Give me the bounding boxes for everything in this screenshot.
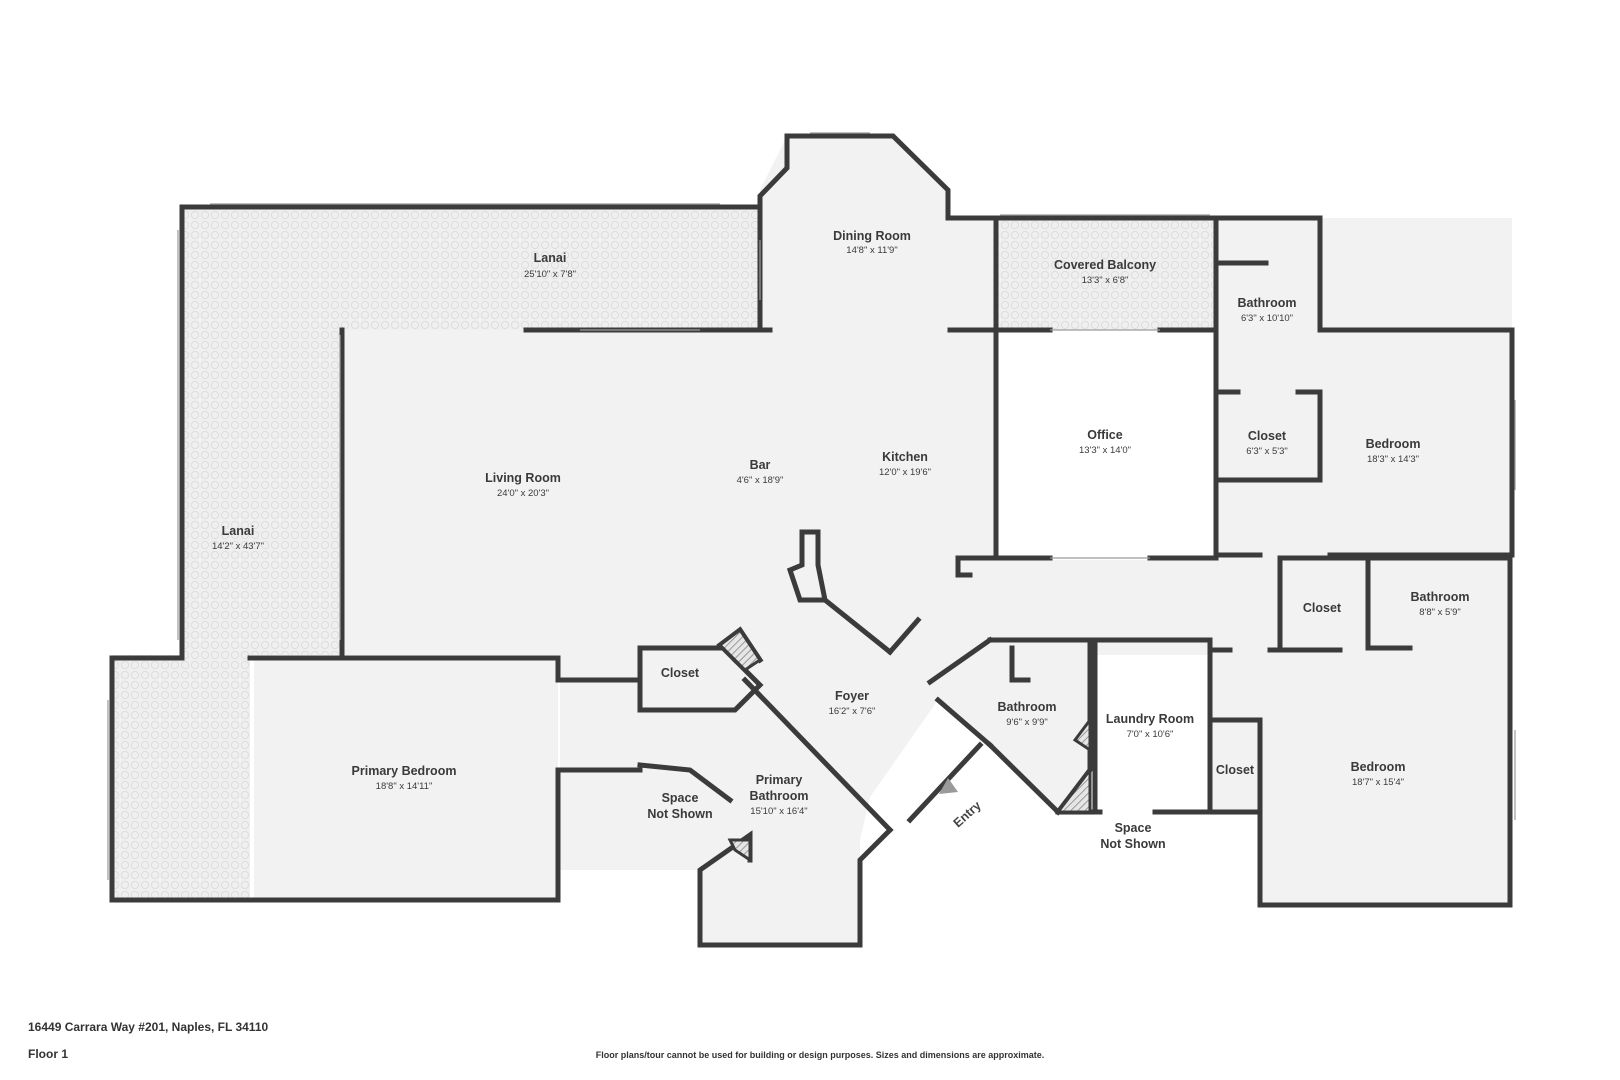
living-dim: 24'0" x 20'3": [497, 488, 549, 499]
bathroom-top-name: Bathroom: [1237, 296, 1296, 310]
lanai-left-name: Lanai: [222, 524, 255, 538]
disclaimer-text: Floor plans/tour cannot be used for buil…: [595, 1050, 1045, 1060]
living-name: Living Room: [485, 471, 561, 485]
bar-name: Bar: [750, 458, 771, 472]
bathroom-mid-dim: 9'6" x 9'9": [1006, 717, 1048, 728]
space-right-line2: Not Shown: [1100, 837, 1165, 851]
interior-floor: [342, 136, 1510, 945]
labels: Lanai 25'10" x 7'8" Lanai 14'2" x 43'7" …: [212, 229, 1470, 851]
windows: [107, 132, 1516, 880]
balcony-floor: [998, 218, 1216, 330]
space-right-line1: Space: [1115, 821, 1152, 835]
balcony-dim: 13'3" x 6'8": [1082, 275, 1129, 286]
closet-foyer-name: Closet: [661, 666, 700, 680]
dining-dim: 14'8" x 11'9": [846, 245, 897, 256]
closet-lower-name: Closet: [1216, 763, 1255, 777]
closet-mid-dim: 6'3" x 5'3": [1246, 446, 1288, 457]
foyer-dim: 16'2" x 7'6": [829, 706, 876, 717]
bar-dim: 4'6" x 18'9": [737, 475, 784, 486]
entry-label: Entry: [951, 798, 984, 830]
kitchen-dim: 12'0" x 19'6": [879, 467, 931, 478]
primary-bath-line2: Bathroom: [749, 789, 808, 803]
primary-bath-dim: 15'10" x 16'4": [750, 806, 807, 817]
address-text: 16449 Carrara Way #201, Naples, FL 34110: [28, 1020, 269, 1034]
primary-bed-floor: [254, 658, 558, 898]
space-left-line1: Space: [662, 791, 699, 805]
bedroom-upper-dim: 18'3" x 14'3": [1367, 454, 1419, 465]
lanai-top-dim: 25'10" x 7'8": [524, 269, 576, 280]
entry-arrow-icon: [939, 778, 958, 794]
bathroom-right-name: Bathroom: [1410, 590, 1469, 604]
bedroom-upper-name: Bedroom: [1366, 437, 1421, 451]
bedroom-lower-dim: 18'7" x 15'4": [1352, 777, 1404, 788]
space-left-line2: Not Shown: [647, 807, 712, 821]
office-name: Office: [1087, 428, 1122, 442]
walls: [109, 133, 1515, 948]
floor-fills: [112, 136, 1512, 945]
office-dim: 13'3" x 14'0": [1079, 445, 1131, 456]
laundry-dim: 7'0" x 10'6": [1127, 729, 1174, 740]
hatched-elements: [717, 627, 1092, 863]
lanai-floor: [112, 207, 760, 898]
bathroom-right-dim: 8'8" x 5'9": [1419, 607, 1461, 618]
bathroom-mid-name: Bathroom: [997, 700, 1056, 714]
balcony-name: Covered Balcony: [1054, 258, 1156, 272]
bathroom-top-dim: 6'3" x 10'10": [1241, 313, 1293, 324]
closet-right-name: Closet: [1303, 601, 1342, 615]
kitchen-name: Kitchen: [882, 450, 928, 464]
right-wing-floor: [1216, 218, 1512, 560]
bedroom-lower-name: Bedroom: [1351, 760, 1406, 774]
floor-label: Floor 1: [28, 1047, 69, 1061]
primary-bath-line1: Primary: [756, 773, 803, 787]
lanai-left-dim: 14'2" x 43'7": [212, 541, 264, 552]
dining-name: Dining Room: [833, 229, 911, 243]
foyer-name: Foyer: [835, 689, 869, 703]
primary-bedroom-dim: 18'8" x 14'11": [376, 781, 433, 792]
lanai-top-name: Lanai: [534, 251, 567, 265]
laundry-name: Laundry Room: [1106, 712, 1194, 726]
closet-mid-name: Closet: [1248, 429, 1287, 443]
primary-bedroom-name: Primary Bedroom: [352, 764, 457, 778]
